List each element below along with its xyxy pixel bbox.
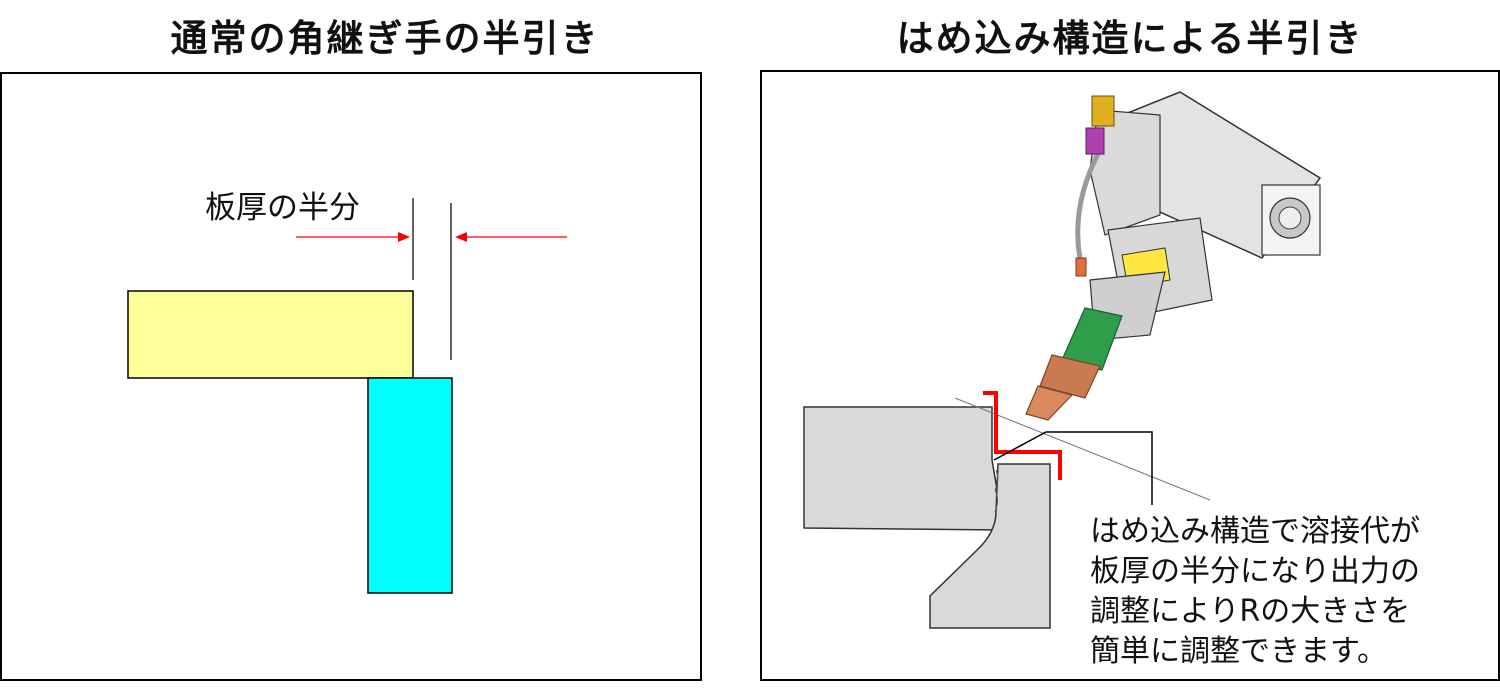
green-body — [1061, 307, 1123, 371]
horizontal-plate — [127, 290, 414, 379]
caption-line: 簡単に調整できます。 — [1090, 634, 1387, 669]
weld-allowance-line — [983, 391, 1062, 480]
upper-workpiece — [803, 406, 1005, 531]
caption-line: 調整によりRの大きさを — [1090, 594, 1411, 629]
vertical-plate — [367, 377, 453, 594]
leader-line — [993, 431, 1153, 505]
fitted-structure-diagram — [803, 91, 1322, 629]
caption-line: 板厚の半分になり出力の — [1090, 554, 1420, 589]
welding-head — [1025, 91, 1322, 421]
top-connector — [1085, 127, 1105, 155]
arrow-right — [455, 232, 567, 242]
head-side-panel — [1089, 109, 1161, 236]
corner-joint-diagram — [127, 198, 567, 594]
copper-nozzle-tip — [1025, 385, 1074, 421]
copper-nozzle-base — [1039, 354, 1101, 399]
hose-fitting — [1075, 257, 1087, 277]
left-title: 通常の角継ぎ手の半引き — [170, 17, 600, 60]
right-title: はめ込み構造による半引き — [896, 17, 1364, 60]
caption: はめ込み構造で溶接代が 板厚の半分になり出力の 調整によりRの大きさを 簡単に調… — [1090, 512, 1420, 672]
lens-inner — [1278, 206, 1302, 230]
plate-half-thickness-label: 板厚の半分 — [205, 190, 360, 226]
weld-seam-edge — [994, 469, 999, 513]
lower-workpiece — [929, 463, 1051, 629]
caption-line: はめ込み構造で溶接代が — [1090, 514, 1420, 549]
top-valve — [1091, 95, 1115, 127]
arrow-left — [296, 232, 410, 242]
gas-hose — [1075, 148, 1103, 269]
